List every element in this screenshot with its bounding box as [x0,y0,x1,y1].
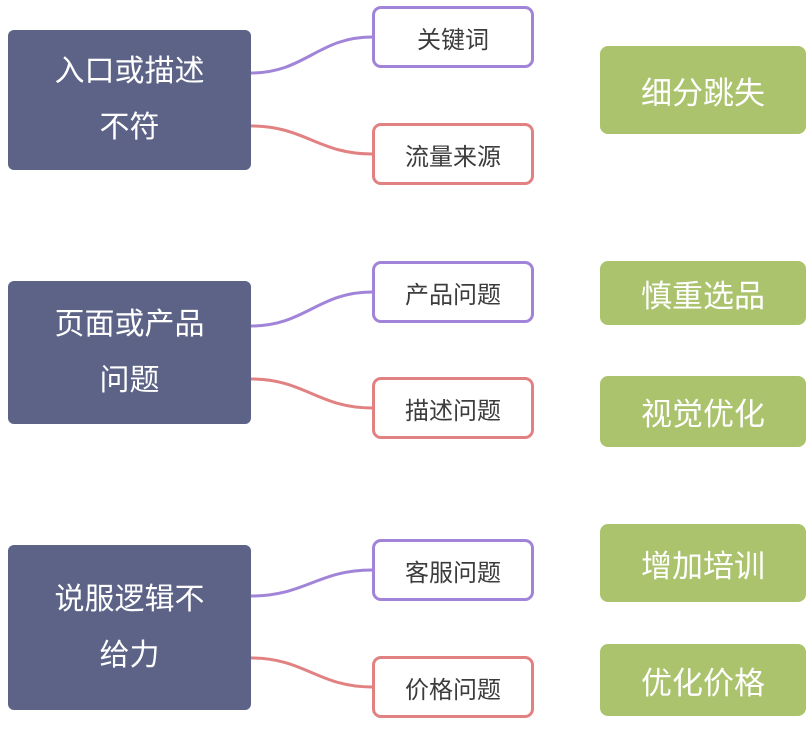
connector-red-2 [249,377,374,410]
cause-node-page-product: 页面或产品 问题 [8,281,251,424]
connector-purple-1 [249,35,374,75]
connector-purple-3 [249,568,374,598]
connector-red-1 [249,124,374,156]
factor-node-product-issue: 产品问题 [372,261,534,323]
connector-purple-2 [249,290,374,328]
factor-node-traffic-source: 流量来源 [372,123,534,185]
cause-node-persuasion: 说服逻辑不 给力 [8,545,251,710]
solution-node-visual-optimization: 视觉优化 [600,376,806,447]
solution-node-segment-bounce: 细分跳失 [600,46,806,134]
cause-node-entry-mismatch: 入口或描述 不符 [8,30,251,170]
factor-node-service-issue: 客服问题 [372,539,534,601]
factor-node-description-issue: 描述问题 [372,377,534,439]
solution-node-careful-selection: 慎重选品 [600,261,806,325]
solution-node-optimize-price: 优化价格 [600,644,806,716]
connector-red-3 [249,656,374,689]
factor-node-keywords: 关键词 [372,6,534,68]
solution-node-add-training: 增加培训 [600,524,806,602]
factor-node-price-issue: 价格问题 [372,656,534,718]
